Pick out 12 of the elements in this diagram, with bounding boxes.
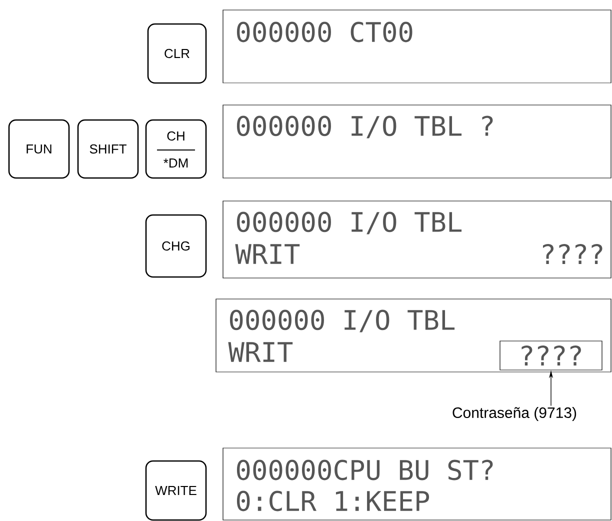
key-button: CH *DM (145, 119, 207, 179)
key-button: CHG (145, 214, 207, 278)
lcd-display: 000000 I/O TBL WRIT ???? (222, 200, 612, 278)
key-button: SHIFT (77, 119, 139, 179)
key-button: WRITE (145, 460, 207, 521)
highlight-box: ???? (500, 340, 602, 370)
key-button: FUN (8, 119, 70, 179)
lcd-display: 000000 I/O TBL ? (222, 104, 612, 178)
lcd-display: 000000 CT00 (222, 10, 612, 84)
callout-text: Contraseña (9713) (452, 407, 576, 421)
lcd-display: 000000CPU BU ST? 0:CLR 1:KEEP (222, 448, 612, 520)
key-button: CLR (147, 23, 207, 84)
